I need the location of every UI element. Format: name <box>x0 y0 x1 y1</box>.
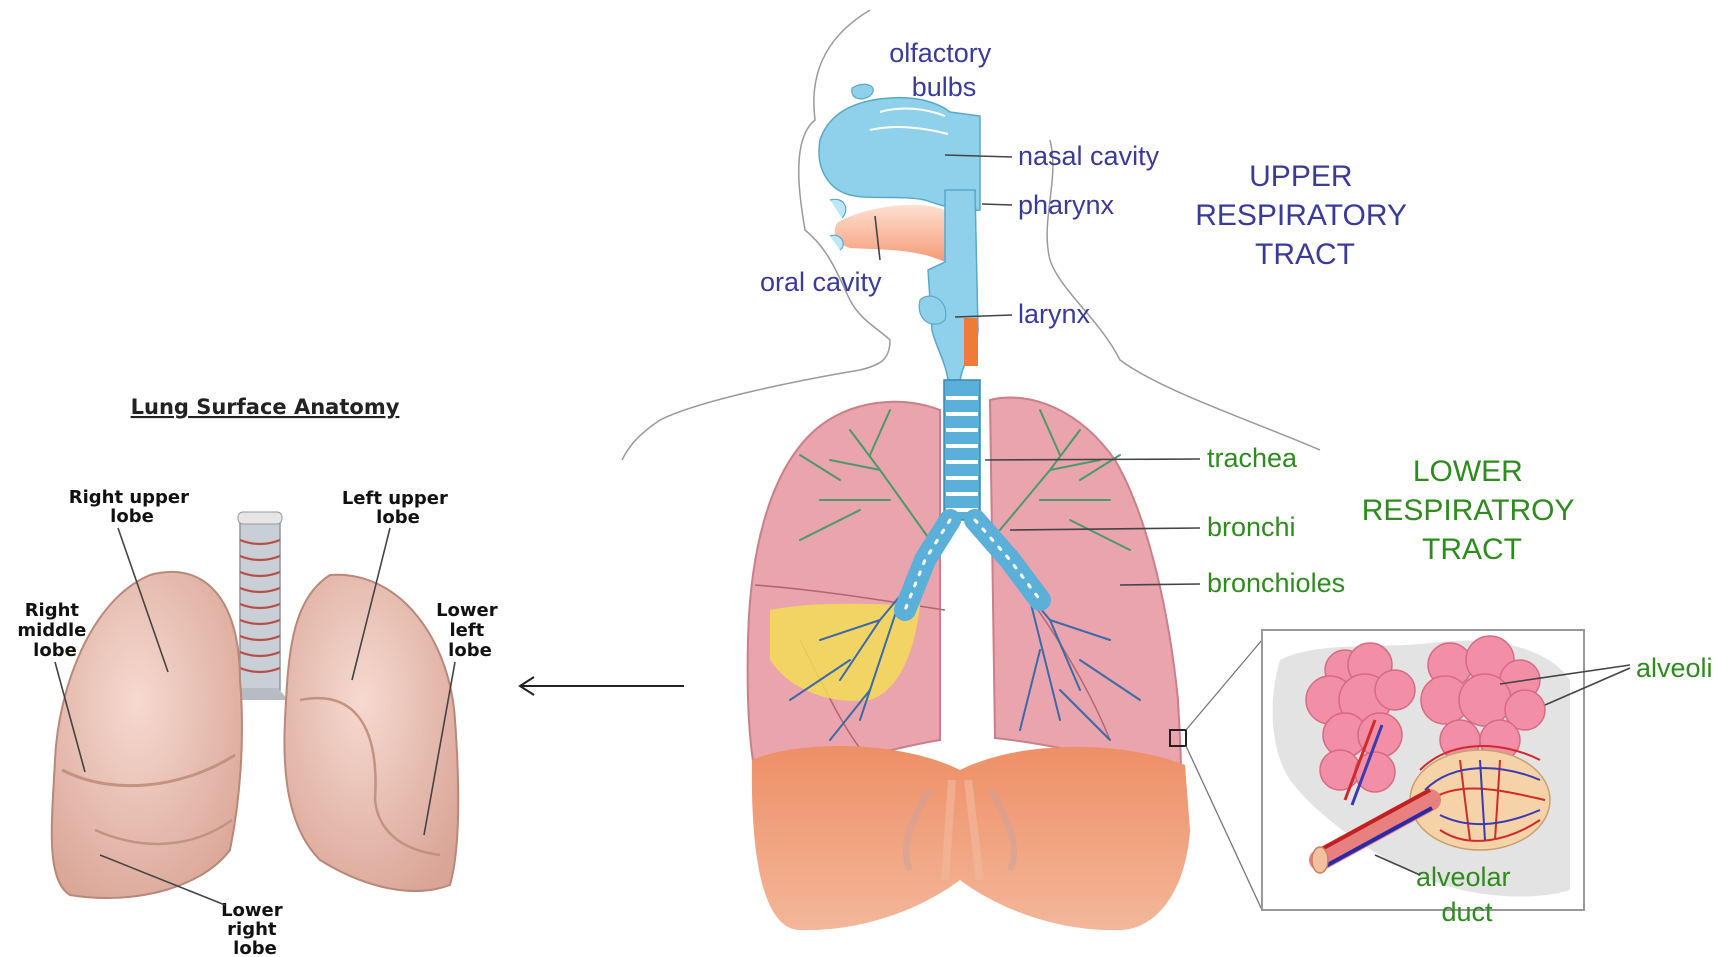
label-lower-left-lobe: Lower left lobe <box>436 600 504 661</box>
label-oral-cavity: oral cavity <box>760 267 882 297</box>
lower-tract-heading: LOWER RESPIRATROY TRACT <box>1362 455 1583 566</box>
label-right-upper-lobe: Right upper lobe <box>69 487 196 527</box>
label-trachea: trachea <box>1207 443 1298 473</box>
label-larynx: larynx <box>1018 299 1091 329</box>
label-pharynx: pharynx <box>1018 190 1115 220</box>
lung-surface-title: Lung Surface Anatomy <box>131 395 400 419</box>
label-bronchioles: bronchioles <box>1207 568 1345 598</box>
label-nasal-cavity: nasal cavity <box>1018 141 1160 171</box>
link-arrow <box>520 677 684 695</box>
label-olfactory-bulbs: olfactory bulbs <box>889 38 999 102</box>
upper-tract-heading: UPPER RESPIRATORY TRACT <box>1195 160 1415 271</box>
trachea <box>944 380 980 520</box>
label-lower-right-lobe: Lower right lobe <box>221 900 289 957</box>
label-bronchi: bronchi <box>1207 512 1296 542</box>
diaphragm <box>752 746 1190 930</box>
label-left-upper-lobe: Left upper lobe <box>342 488 454 528</box>
oral-cavity <box>830 199 945 262</box>
surface-left-lung <box>284 575 458 891</box>
lung-surface-panel: Lung Surface Anatomy <box>17 395 504 957</box>
label-alveoli: alveoli <box>1636 653 1713 683</box>
